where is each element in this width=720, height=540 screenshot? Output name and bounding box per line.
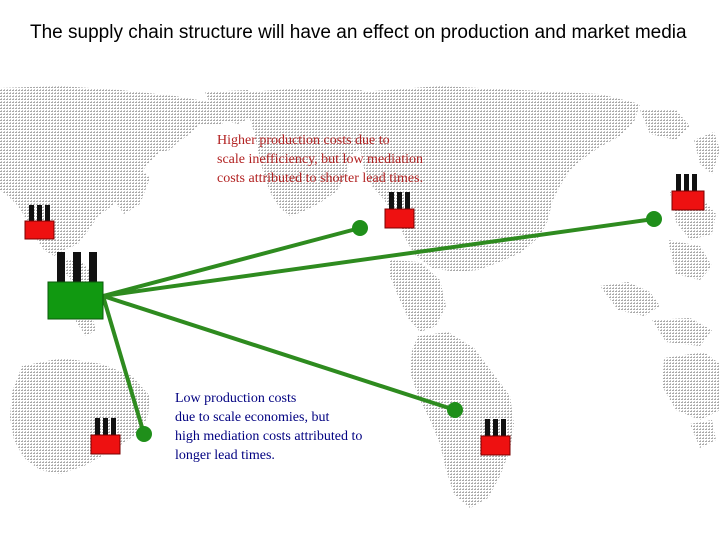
annotation-top-line: scale inefficiency, but low mediation bbox=[217, 152, 424, 167]
line-to-europe bbox=[101, 226, 362, 298]
slide-title: The supply chain structure will have an … bbox=[30, 22, 687, 43]
small-factory-icon-europe bbox=[384, 192, 415, 229]
circle-node-icon bbox=[352, 220, 368, 236]
annotation-top-line: costs attributed to shorter lead times. bbox=[217, 171, 424, 186]
annotation-top-line: Higher production costs due to bbox=[217, 133, 390, 148]
circle-node-icon bbox=[447, 402, 463, 418]
circle-node-icon bbox=[136, 426, 152, 442]
small-factory-icon-africa bbox=[480, 419, 511, 456]
annotation-bottom: Low production costs due to scale econom… bbox=[175, 389, 362, 465]
small-factory-icon-south-america bbox=[90, 418, 121, 455]
central-factory-icon bbox=[47, 252, 104, 320]
annotation-bottom-line: Low production costs bbox=[175, 391, 297, 406]
annotation-bottom-line: longer lead times. bbox=[175, 448, 275, 463]
small-factory-icon-east bbox=[671, 174, 705, 211]
line-to-east-asia bbox=[101, 217, 656, 298]
annotation-bottom-line: due to scale economies, but bbox=[175, 410, 330, 425]
line-to-africa bbox=[101, 294, 457, 412]
line-to-south-america bbox=[101, 294, 146, 436]
connection-lines bbox=[101, 217, 656, 436]
endpoint-nodes bbox=[136, 211, 662, 442]
small-factory-icon-west bbox=[24, 205, 55, 240]
annotation-bottom-line: high mediation costs attributed to bbox=[175, 429, 363, 444]
circle-node-icon bbox=[646, 211, 662, 227]
annotation-top: Higher production costs due to scale ine… bbox=[217, 131, 423, 188]
